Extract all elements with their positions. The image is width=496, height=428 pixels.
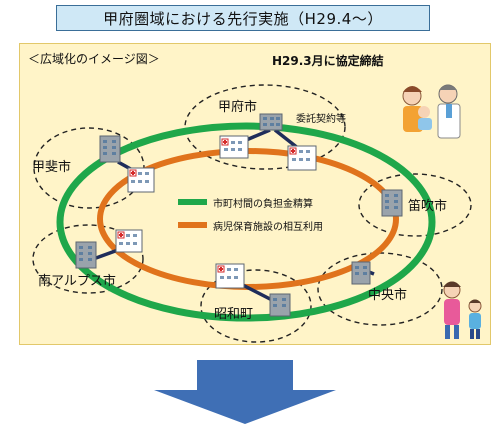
building-icon xyxy=(99,135,121,163)
hospital-icon xyxy=(215,263,245,289)
city-label-minami-alps: 南アルプス市 xyxy=(38,274,116,289)
city-label-chuo: 中央市 xyxy=(368,288,408,303)
hospital-icon xyxy=(127,167,155,193)
agreement-note: H29.3月に協定締結 xyxy=(272,54,384,68)
building-icon xyxy=(351,261,371,285)
doctor-nurse-illustration xyxy=(402,84,461,139)
hospital-icon xyxy=(287,145,317,171)
title-text: 甲府圏域における先行実施（H29.4～） xyxy=(103,9,383,28)
region-minami-alps xyxy=(32,224,144,294)
city-label-kai: 甲斐市 xyxy=(32,160,72,175)
hospital-icon xyxy=(115,229,143,253)
city-label-showa: 昭和町 xyxy=(214,307,254,322)
legend-green-label: 市町村間の負担金精算 xyxy=(213,199,313,210)
building-icon xyxy=(75,241,97,269)
region-fuefuki xyxy=(358,173,472,237)
diagram-canvas xyxy=(32,84,482,343)
building-icon xyxy=(259,113,283,131)
city-label-fuefuki: 笛吹市 xyxy=(408,199,448,214)
building-icon xyxy=(381,189,403,217)
region-kofu xyxy=(184,84,346,170)
contract-label: 委託契約等 xyxy=(296,114,346,125)
hospital-icon xyxy=(219,135,249,159)
region-showa xyxy=(200,269,312,343)
building-icon xyxy=(269,293,291,317)
legend-orange-label: 病児保育施設の相互利用 xyxy=(213,222,323,233)
caption: ＜広域化のイメージ図＞ xyxy=(28,52,160,66)
green-ring xyxy=(56,122,436,322)
title-banner: 甲府圏域における先行実施（H29.4～） xyxy=(56,5,430,31)
city-label-kofu: 甲府市 xyxy=(218,100,258,115)
mother-child-illustration xyxy=(443,281,482,339)
diagram-panel: ＜広域化のイメージ図＞ H29.3月に協定締結 委託契約等 甲府市 甲斐市 笛吹… xyxy=(19,43,491,345)
